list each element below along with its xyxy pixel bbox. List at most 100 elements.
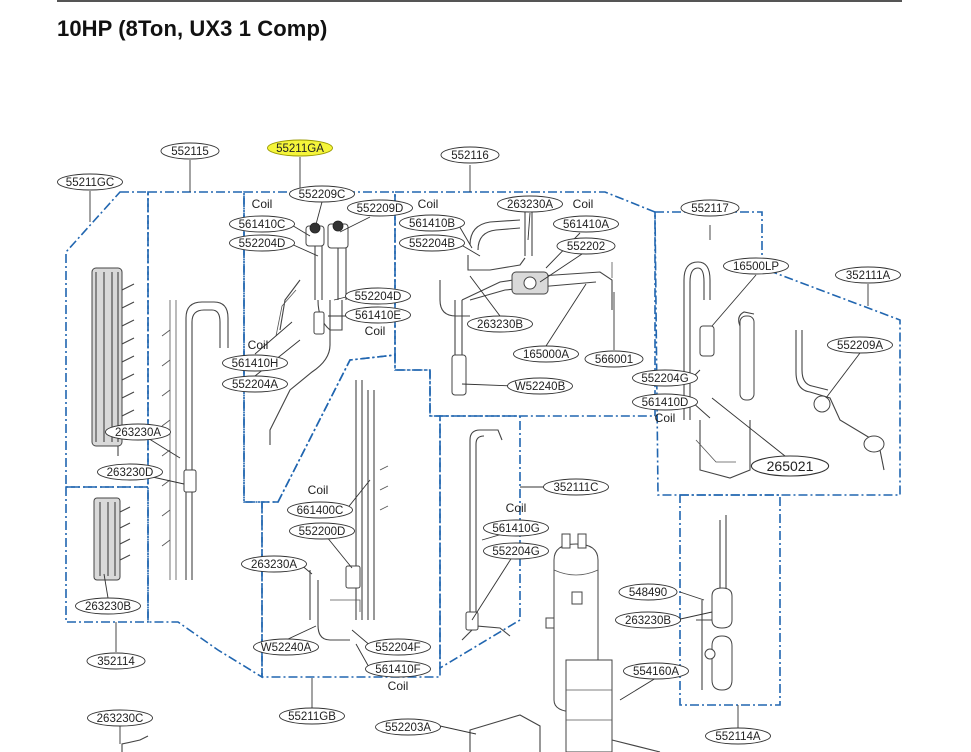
part-label-l21: 552209A bbox=[827, 336, 893, 354]
valve-piping-assembly-ga bbox=[269, 220, 349, 445]
part-label-l3: 55211GC bbox=[57, 173, 123, 191]
part-number-text: 55211GB bbox=[288, 711, 336, 723]
part-number-text: 265021 bbox=[767, 458, 814, 474]
part-label-oval bbox=[399, 214, 465, 232]
coil-note-c5: Coil bbox=[655, 411, 676, 425]
part-label-l2: 552116 bbox=[440, 146, 500, 164]
part-number-text: 552204G bbox=[641, 373, 688, 385]
part-number-text: 552116 bbox=[451, 150, 489, 162]
part-number-text: 552204G bbox=[492, 546, 539, 558]
part-label-oval bbox=[229, 215, 295, 233]
part-number-text: 561410B bbox=[409, 218, 455, 230]
part-number-text: 561410C bbox=[239, 219, 286, 231]
part-label-oval bbox=[222, 375, 288, 393]
part-label-l6: 561410C bbox=[229, 215, 295, 233]
part-label-oval bbox=[632, 393, 698, 411]
part-number-text: 561410H bbox=[232, 358, 279, 370]
part-label-l8: 561410B bbox=[399, 214, 465, 232]
part-label-l13: 552117 bbox=[680, 199, 740, 217]
coil-note-c2: Coil bbox=[573, 197, 594, 211]
part-label-l32: 561410G bbox=[483, 519, 549, 537]
part-number-text: 552204D bbox=[239, 238, 286, 250]
coil-header-assembly bbox=[91, 267, 135, 456]
part-label-l11: 552204B bbox=[399, 234, 465, 252]
part-number-text: 548490 bbox=[629, 587, 667, 599]
valve-piping-assembly-111a bbox=[795, 330, 885, 471]
part-number-text: 55211GC bbox=[66, 177, 114, 189]
part-number-text: 561410A bbox=[563, 219, 609, 231]
page-title: 10HP (8Ton, UX3 1 Comp) bbox=[57, 16, 328, 41]
coil-note-c1: Coil bbox=[418, 197, 439, 211]
part-number-text: 165000A bbox=[523, 349, 569, 361]
part-number-text: 16500LP bbox=[733, 261, 779, 273]
part-number-text: 552200D bbox=[299, 526, 346, 538]
part-label-l42: 352114 bbox=[86, 652, 146, 670]
accumulator-lp-assembly bbox=[683, 261, 755, 479]
part-number-text: 552204D bbox=[355, 291, 402, 303]
part-label-oval bbox=[835, 266, 901, 284]
part-label-oval bbox=[345, 287, 411, 305]
part-label-oval bbox=[632, 369, 698, 387]
part-label-oval bbox=[160, 142, 220, 160]
part-number-text: 352111A bbox=[846, 270, 891, 282]
part-number-text: 263230A bbox=[115, 427, 161, 439]
part-number-text: 552115 bbox=[171, 146, 209, 158]
part-label-oval bbox=[680, 199, 740, 217]
part-label-l45: 263230C bbox=[87, 709, 153, 727]
tall-distributor-tube bbox=[161, 300, 229, 580]
part-label-oval bbox=[97, 463, 163, 481]
part-label-l9: 263230A bbox=[497, 195, 563, 213]
part-number-text: 552202 bbox=[567, 241, 605, 253]
coil-note-c0: Coil bbox=[252, 197, 273, 211]
part-number-text: W52240A bbox=[261, 642, 312, 654]
part-label-oval bbox=[365, 660, 431, 678]
part-number-text: 561410D bbox=[642, 397, 689, 409]
part-label-l40: W52240A bbox=[253, 638, 319, 656]
part-label-oval bbox=[289, 522, 355, 540]
part-label-oval bbox=[345, 306, 411, 324]
part-label-l20: 566001 bbox=[584, 350, 644, 368]
part-label-l12: 552202 bbox=[556, 237, 616, 255]
part-label-oval bbox=[497, 195, 563, 213]
part-label-l19: 165000A bbox=[513, 345, 579, 363]
part-label-oval bbox=[750, 455, 830, 477]
part-label-l33: 552200D bbox=[289, 522, 355, 540]
part-label-l16: 552204D bbox=[345, 287, 411, 305]
part-label-oval bbox=[365, 638, 431, 656]
part-number-text: 352114 bbox=[97, 656, 135, 668]
part-number-text: 554160A bbox=[633, 666, 679, 678]
part-label-oval bbox=[513, 345, 579, 363]
vertical-piping-bundle bbox=[309, 380, 389, 641]
part-drawings bbox=[91, 212, 885, 752]
part-label-l22: 561410H bbox=[222, 354, 288, 372]
part-label-l27: 263230A bbox=[105, 423, 171, 441]
part-label-oval bbox=[241, 555, 307, 573]
group-outlines bbox=[65, 191, 901, 706]
part-label-oval bbox=[279, 707, 345, 725]
small-header-assembly bbox=[93, 497, 131, 581]
part-label-l29: 265021 bbox=[750, 455, 830, 477]
part-label-oval bbox=[483, 519, 549, 537]
part-number-text: 55211GA bbox=[276, 143, 324, 155]
part-number-text: 552203A bbox=[385, 722, 431, 734]
part-number-text: W52240B bbox=[515, 381, 566, 393]
coil-note-c3: Coil bbox=[365, 324, 386, 338]
part-label-l5: 552209D bbox=[347, 199, 413, 217]
part-label-oval bbox=[86, 652, 146, 670]
part-number-text: 661400C bbox=[297, 505, 344, 517]
part-label-l26: 561410D bbox=[632, 393, 698, 411]
part-label-oval bbox=[57, 173, 123, 191]
part-labels: 552115 55211GA 552116 55211GC 552209C552209D… bbox=[57, 139, 901, 745]
part-label-l7: 552204D bbox=[229, 234, 295, 252]
part-label-oval bbox=[253, 638, 319, 656]
part-number-text: 552114A bbox=[715, 731, 761, 743]
part-label-oval bbox=[287, 501, 353, 519]
part-label-l14: 16500LP bbox=[723, 257, 789, 275]
coil-note-c8: Coil bbox=[388, 679, 409, 693]
group-outline-55211GB bbox=[261, 354, 441, 678]
part-number-text: 552209C bbox=[299, 189, 346, 201]
part-label-oval bbox=[623, 662, 689, 680]
part-label-oval bbox=[705, 727, 771, 745]
long-tube-352111C bbox=[461, 429, 511, 641]
